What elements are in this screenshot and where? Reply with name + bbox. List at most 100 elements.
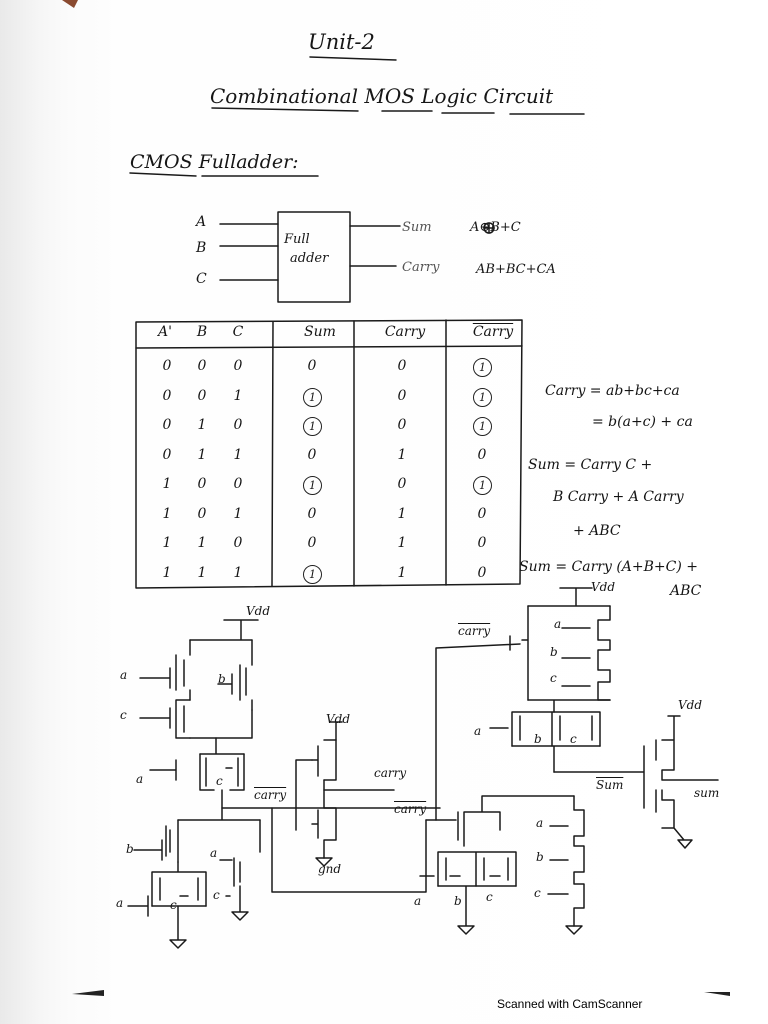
sum-bar-label: Sum bbox=[596, 778, 624, 792]
carry-bar-bus bbox=[435, 643, 521, 821]
col-header-carry-bar: Carry bbox=[472, 324, 514, 340]
truth-table-cell: 1 bbox=[162, 505, 172, 522]
truth-table-cell: 1 bbox=[473, 358, 492, 377]
vdd-label-left: Vdd bbox=[246, 604, 271, 618]
section-heading: CMOS Fulladder: bbox=[130, 151, 299, 173]
truth-table-cell: 0 bbox=[162, 446, 172, 463]
truth-table-cell: 0 bbox=[197, 476, 207, 492]
col-header-carry: Carry bbox=[384, 324, 426, 340]
gate-c-8: c bbox=[486, 890, 493, 904]
truth-table-cell: 1 bbox=[303, 387, 322, 407]
carry-label-mid: carry bbox=[374, 766, 407, 780]
truth-table-cell: 1 bbox=[233, 505, 243, 522]
gate-a-4: a bbox=[116, 896, 124, 910]
carry-output-label: Carry bbox=[402, 260, 440, 275]
truth-table-cell: 0 bbox=[397, 476, 407, 492]
sum-equation-3: + ABC bbox=[573, 523, 621, 539]
gate-b-1: b bbox=[218, 672, 226, 686]
pmos-a bbox=[175, 639, 191, 701]
scanner-watermark: Scanned with CamScanner bbox=[497, 997, 643, 1011]
truth-table-cell: 0 bbox=[197, 505, 207, 522]
subtitle-underline bbox=[211, 107, 585, 115]
truth-table-cell: 0 bbox=[477, 564, 487, 581]
carry-bar-label-top: carry bbox=[458, 624, 491, 638]
truth-table-cell: 0 bbox=[477, 505, 487, 522]
carry-bar-label-bottom: carry bbox=[394, 802, 427, 816]
truth-table-cell: 0 bbox=[397, 417, 407, 433]
truth-table-cell: 1 bbox=[303, 564, 322, 584]
truth-table-header-rule bbox=[135, 345, 523, 349]
truth-table-cell: 1 bbox=[473, 387, 492, 407]
truth-table-cell: 1 bbox=[397, 505, 407, 522]
gate-b-5: b bbox=[550, 645, 558, 659]
page-title: Combinational MOS Logic Circuit bbox=[210, 84, 554, 108]
carry-bar-feedback bbox=[271, 807, 427, 893]
block-input-lines bbox=[219, 223, 279, 281]
block-label-adder: adder bbox=[290, 251, 329, 266]
truth-table-cell: 1 bbox=[162, 476, 172, 492]
truth-table-cell: 1 bbox=[303, 476, 322, 495]
carry-equation-1: Carry = ab+bc+ca bbox=[545, 383, 680, 399]
truth-table-cell: 0 bbox=[233, 476, 243, 492]
sum-bar-node bbox=[489, 727, 601, 773]
truth-table-cell: 1 bbox=[233, 387, 243, 404]
truth-table-cell: 0 bbox=[477, 446, 487, 463]
block-output-lines bbox=[349, 225, 401, 267]
block-label-full: Full bbox=[284, 232, 310, 247]
gate-a-7: a bbox=[536, 816, 544, 830]
carry-bar-label-left: carry bbox=[254, 788, 287, 802]
gate-b-7: b bbox=[536, 850, 544, 864]
truth-table-cell: 0 bbox=[197, 387, 207, 404]
unit-title: Unit-2 bbox=[308, 30, 375, 54]
sum-equation-2: B Carry + A Carry bbox=[553, 489, 684, 505]
truth-table-cell: 1 bbox=[233, 446, 243, 463]
truth-table-cell: 0 bbox=[162, 387, 172, 404]
gate-a-8: a bbox=[414, 894, 422, 908]
truth-table-cell: 1 bbox=[162, 535, 172, 551]
truth-table-cell: 1 bbox=[397, 535, 407, 551]
truth-table-cell: 1 bbox=[397, 564, 407, 581]
inverter1-vdd bbox=[329, 721, 343, 741]
vdd-label-inv2: Vdd bbox=[678, 698, 703, 712]
sum-expression: A⊕B+C bbox=[470, 220, 521, 235]
inverter2 bbox=[553, 739, 657, 813]
truth-table-cell: 1 bbox=[473, 476, 492, 495]
gate-c-7: c bbox=[534, 886, 541, 900]
gate-a-6: a bbox=[474, 724, 482, 738]
vdd-rail-left bbox=[189, 619, 259, 641]
truth-table-cell: 0 bbox=[307, 505, 317, 522]
truth-table-column-rules bbox=[271, 319, 447, 587]
title-underline bbox=[309, 56, 397, 61]
gate-c-4: c bbox=[213, 888, 220, 902]
gnd-inverter2 bbox=[661, 789, 693, 849]
truth-table-cell: 0 bbox=[233, 358, 243, 374]
gate-b-8: b bbox=[454, 894, 462, 908]
carry-expression: AB+BC+CA bbox=[476, 262, 556, 277]
corner-mark-bottom-left bbox=[72, 990, 104, 996]
carry-equation-2: = b(a+c) + ca bbox=[592, 414, 693, 430]
corner-mark-bottom-right bbox=[704, 992, 730, 996]
gnd-right-series bbox=[565, 925, 583, 935]
truth-table-cell: 0 bbox=[162, 358, 172, 374]
gate-a-2: a bbox=[136, 772, 144, 786]
sum-output-label: Sum bbox=[402, 220, 432, 235]
gate-c-3: c bbox=[170, 898, 177, 912]
col-header-a: A' bbox=[158, 324, 172, 340]
corner-mark-top bbox=[62, 0, 78, 8]
vdd-rail-right bbox=[527, 587, 611, 607]
input-b-label: B bbox=[196, 240, 207, 256]
gate-c-5: c bbox=[550, 671, 557, 685]
truth-table-cell: 0 bbox=[307, 535, 317, 551]
col-header-b: B bbox=[196, 324, 208, 340]
col-header-sum: Sum bbox=[304, 324, 336, 340]
truth-table-cell: 0 bbox=[233, 535, 243, 551]
carry-bar-node bbox=[221, 789, 441, 809]
sum-equation-5: ABC bbox=[670, 583, 702, 599]
truth-table-cell: 1 bbox=[197, 446, 207, 463]
truth-table-cell: 0 bbox=[477, 535, 487, 551]
truth-table-cell: 0 bbox=[233, 417, 243, 433]
inverter1-output bbox=[323, 779, 395, 791]
truth-table-frame bbox=[135, 319, 523, 589]
col-header-c: C bbox=[232, 324, 244, 340]
